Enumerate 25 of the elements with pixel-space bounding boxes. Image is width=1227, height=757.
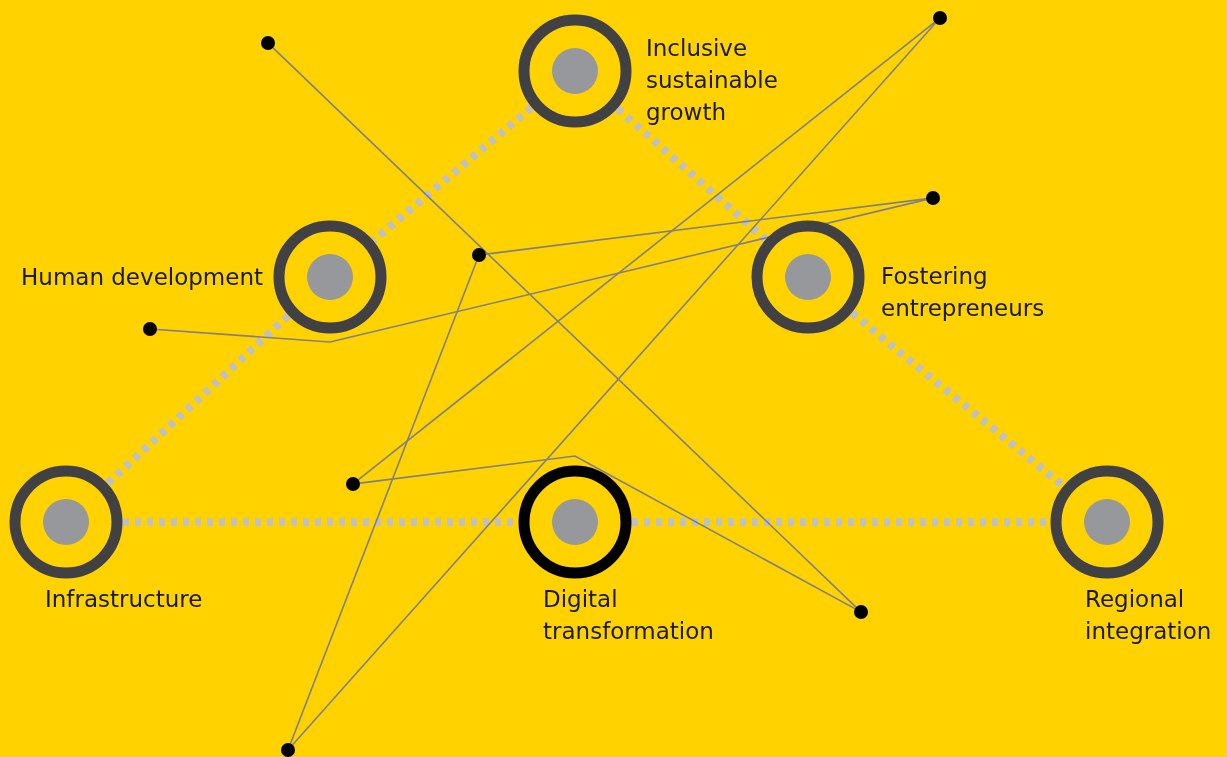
dot xyxy=(926,191,940,205)
dot xyxy=(472,248,486,262)
dotted-connector xyxy=(615,105,768,243)
dot xyxy=(281,743,295,757)
connector-line xyxy=(291,22,937,746)
dot xyxy=(261,36,275,50)
connector-line xyxy=(485,198,927,255)
node-label: Inclusive sustainable growth xyxy=(646,34,779,127)
node-label: Regional integration xyxy=(1085,585,1213,646)
dotted-connector xyxy=(371,104,534,244)
dot xyxy=(143,322,157,336)
dotted-connector xyxy=(105,312,291,487)
node-label: Human development xyxy=(21,263,263,292)
dot xyxy=(933,11,947,25)
dotted-connector xyxy=(849,310,1066,489)
node-label: Digital transformation xyxy=(543,585,715,646)
node-label: Infrastructure xyxy=(45,585,203,614)
dot xyxy=(854,605,868,619)
node-label: Fostering entrepreneurs xyxy=(881,262,1046,323)
connector-line xyxy=(357,21,936,481)
connector-line xyxy=(272,47,857,608)
connector-line xyxy=(156,198,927,343)
dot xyxy=(346,477,360,491)
connector-line xyxy=(289,260,478,745)
connector-line xyxy=(359,455,856,610)
